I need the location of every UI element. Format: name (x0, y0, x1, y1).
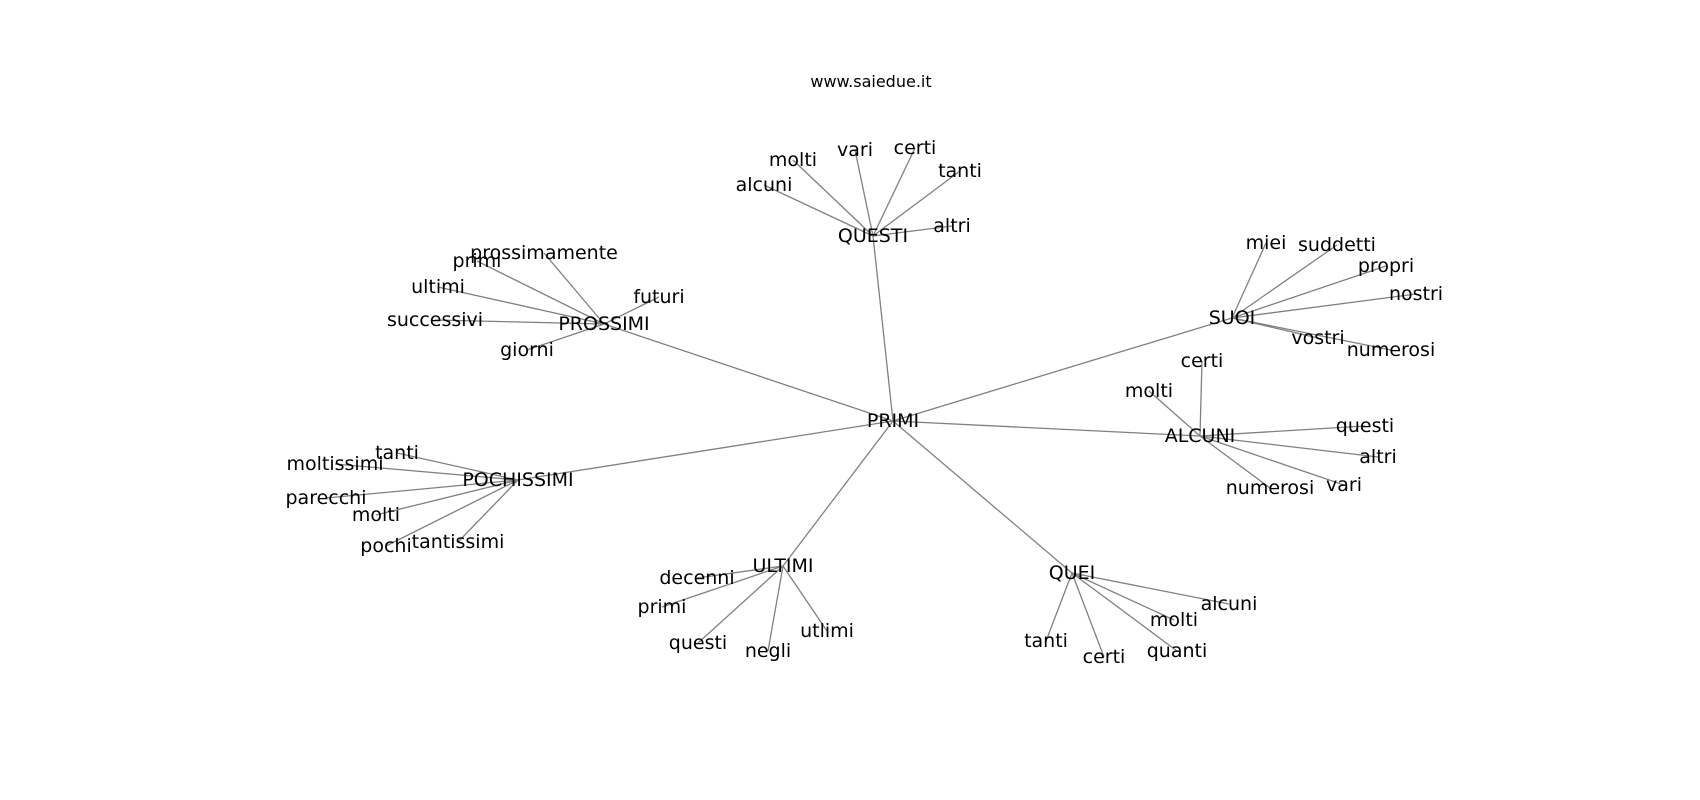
edge-root-pochissimi (517, 420, 894, 481)
edge-alcuni-altri (1199, 435, 1379, 458)
edge-root-quei (892, 420, 1073, 574)
leaf-node-prossimi-primi: primi (453, 250, 502, 272)
leaf-node-ultimi-negli: negli (745, 640, 791, 662)
leaf-node-alcuni-certi: certi (1181, 350, 1224, 372)
edge-root-suoi (892, 317, 1233, 422)
leaf-node-quei-tanti: tanti (1024, 630, 1068, 652)
hub-node-suoi: SUOI (1209, 307, 1256, 329)
edge-ultimi-decenni (696, 565, 784, 579)
edge-suoi-nostri (1231, 293, 1417, 319)
edge-questi-altri (872, 225, 953, 237)
leaf-node-questi-altri: altri (933, 215, 970, 237)
edge-ultimi-primi (661, 565, 784, 608)
edge-pochissimi-tantissimi (457, 479, 519, 543)
edge-pochissimi-tanti (396, 452, 519, 481)
site-url: www.saiedue.it (810, 72, 931, 91)
leaf-node-quei-quanti: quanti (1147, 640, 1208, 662)
edge-prossimi-ultimi (437, 286, 605, 325)
edge-questi-certi (872, 147, 916, 237)
leaf-node-suoi-vostri: vostri (1291, 327, 1344, 349)
root-node-label: PRIMI (867, 410, 919, 432)
edge-questi-molti (792, 159, 874, 237)
leaf-node-pochissimi-parecchi: parecchi (285, 487, 366, 509)
edge-root-questi (872, 235, 894, 422)
leaf-node-alcuni-altri: altri (1359, 446, 1396, 468)
leaf-node-pochissimi-moltissimi: moltissimi (286, 453, 383, 475)
hub-node-questi: QUESTI (838, 225, 908, 247)
leaf-node-questi-molti: molti (769, 149, 817, 171)
edge-questi-tanti (872, 170, 961, 237)
edge-quei-alcuni (1071, 572, 1230, 605)
edge-prossimi-futuri (603, 296, 660, 325)
edge-quei-certi (1071, 572, 1105, 658)
leaf-node-ultimi-decenni: decenni (659, 567, 734, 589)
leaf-node-alcuni-numerosi: numerosi (1226, 477, 1314, 499)
edge-ultimi-negli (767, 565, 784, 652)
edge-alcuni-vari (1199, 435, 1345, 486)
edge-quei-tanti (1045, 572, 1073, 642)
edge-alcuni-questi (1199, 425, 1366, 437)
leaf-node-suoi-suddetti: suddetti (1298, 234, 1376, 256)
edge-root-prossimi (603, 323, 894, 422)
hub-node-ultimi: ULTIMI (752, 555, 813, 577)
leaf-node-alcuni-molti: molti (1125, 380, 1173, 402)
leaf-node-prossimi-ultimi: ultimi (411, 276, 465, 298)
leaf-node-suoi-miei: miei (1246, 232, 1287, 254)
leaf-node-ultimi-questi: questi (669, 632, 727, 654)
edge-suoi-numerosi (1231, 317, 1392, 351)
edge-suoi-suddetti (1231, 244, 1338, 319)
leaf-node-pochissimi-tanti: tanti (375, 442, 419, 464)
edge-questi-alcuni (763, 184, 874, 237)
hub-node-alcuni: ALCUNI (1165, 425, 1236, 447)
edge-prossimi-prossimamente (543, 252, 605, 325)
edge-prossimi-primi (476, 260, 605, 325)
edge-alcuni-numerosi (1199, 435, 1271, 489)
leaf-node-quei-certi: certi (1083, 646, 1126, 668)
leaf-node-questi-certi: certi (894, 137, 937, 159)
graph-edges (325, 147, 1417, 658)
edge-suoi-miei (1231, 242, 1267, 319)
leaf-node-questi-alcuni: alcuni (736, 174, 793, 196)
edge-prossimi-giorni (526, 323, 605, 351)
leaf-node-prossimi-prossimamente: prossimamente (470, 242, 618, 264)
edge-pochissimi-molti (375, 479, 519, 516)
edge-root-ultimi (782, 420, 894, 567)
edge-root-alcuni (892, 420, 1201, 437)
edge-ultimi-utlimi (782, 565, 828, 632)
leaf-node-pochissimi-pochi: pochi (360, 535, 411, 557)
leaf-node-questi-vari: vari (837, 139, 873, 161)
leaf-node-pochissimi-molti: molti (352, 504, 400, 526)
edge-pochissimi-pochi (385, 479, 519, 547)
leaf-node-quei-molti: molti (1150, 609, 1198, 631)
edge-quei-quanti (1071, 572, 1178, 652)
edge-quei-molti (1071, 572, 1175, 621)
hub-node-quei: QUEI (1049, 562, 1095, 584)
leaf-node-pochissimi-tantissimi: tantissimi (412, 531, 505, 553)
leaf-node-suoi-nostri: nostri (1389, 283, 1443, 305)
edge-alcuni-certi (1199, 360, 1203, 437)
leaf-node-prossimi-futuri: futuri (633, 286, 684, 308)
edge-alcuni-molti (1148, 390, 1201, 437)
edge-pochissimi-parecchi (325, 479, 519, 499)
edge-pochissimi-moltissimi (334, 463, 519, 481)
leaf-node-alcuni-questi: questi (1336, 415, 1394, 437)
edge-prossimi-successivi (434, 319, 605, 325)
hub-node-pochissimi: POCHISSIMI (462, 469, 573, 491)
leaf-node-prossimi-giorni: giorni (500, 339, 554, 361)
hub-node-prossimi: PROSSIMI (558, 313, 649, 335)
edge-suoi-propri (1231, 265, 1387, 319)
leaf-node-prossimi-successivi: successivi (387, 309, 483, 331)
leaf-node-suoi-numerosi: numerosi (1347, 339, 1435, 361)
leaf-node-quei-alcuni: alcuni (1201, 593, 1258, 615)
leaf-node-ultimi-utlimi: utlimi (800, 620, 854, 642)
edge-ultimi-questi (697, 565, 784, 644)
edge-questi-vari (854, 149, 874, 237)
leaf-node-alcuni-vari: vari (1326, 474, 1362, 496)
leaf-node-ultimi-primi: primi (638, 596, 687, 618)
leaf-node-questi-tanti: tanti (938, 160, 982, 182)
leaf-node-suoi-propri: propri (1358, 255, 1414, 277)
